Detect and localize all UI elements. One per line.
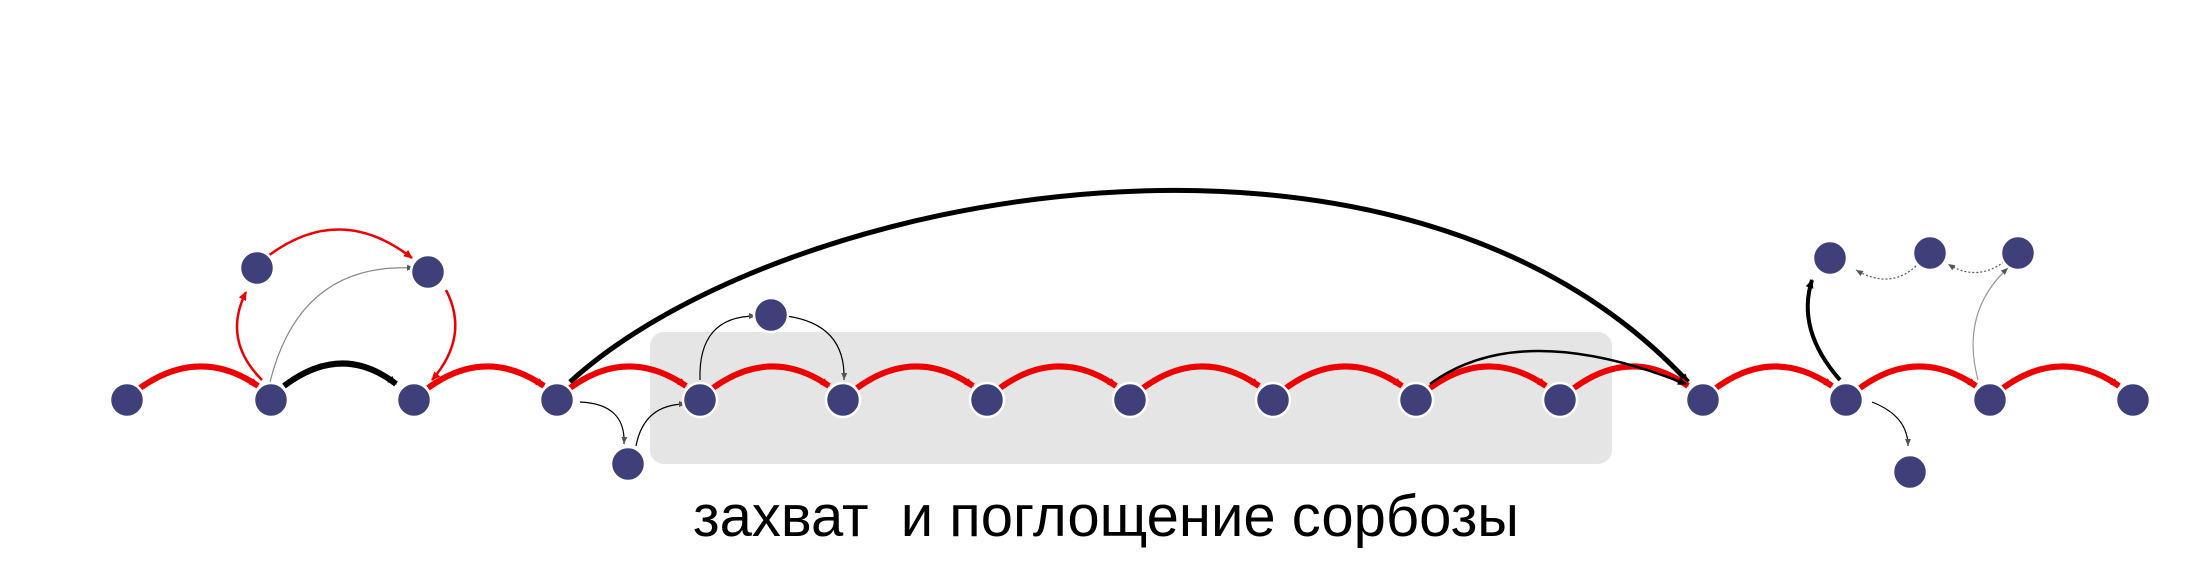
node bbox=[1827, 381, 1865, 419]
node bbox=[609, 445, 647, 483]
main-red-chain bbox=[138, 363, 2121, 391]
node bbox=[395, 381, 433, 419]
branch-top-mid bbox=[699, 313, 848, 381]
edge-to-upper bbox=[699, 313, 757, 381]
node bbox=[1254, 381, 1292, 419]
edge-gray-diag bbox=[269, 264, 415, 383]
node bbox=[409, 253, 447, 291]
edge-from-upper bbox=[785, 315, 848, 381]
edge-red-12 bbox=[1714, 363, 1834, 391]
edge-bypass bbox=[1429, 349, 1687, 386]
edge-right-down bbox=[1871, 401, 1911, 447]
side-branch-left bbox=[579, 401, 687, 447]
edge-red-7 bbox=[998, 363, 1118, 391]
edge-red-up bbox=[235, 291, 263, 381]
edge-to-lower bbox=[579, 401, 628, 445]
edge-from-lower bbox=[635, 401, 687, 447]
node bbox=[1891, 453, 1929, 491]
node bbox=[538, 381, 576, 419]
edge-red-14 bbox=[2001, 363, 2121, 391]
edge-red-down bbox=[431, 289, 457, 381]
right-branches bbox=[1805, 261, 2009, 447]
node bbox=[968, 381, 1006, 419]
edge-red-top bbox=[267, 228, 413, 259]
node bbox=[681, 381, 719, 419]
node bbox=[108, 381, 146, 419]
node bbox=[752, 296, 790, 334]
edge-right-gray bbox=[1972, 267, 2009, 381]
edge-red-1 bbox=[138, 363, 260, 391]
node bbox=[1541, 381, 1579, 419]
edge-right-link-1 bbox=[1855, 265, 1917, 280]
edge-red-13 bbox=[1858, 363, 1978, 391]
node bbox=[1811, 239, 1849, 277]
node bbox=[1111, 381, 1149, 419]
edge-long-black-arc bbox=[568, 187, 1690, 384]
nodes bbox=[108, 234, 2152, 491]
node bbox=[824, 381, 862, 419]
diagram-caption: захват и поглощение сорбозы bbox=[693, 484, 1519, 549]
node bbox=[1397, 381, 1435, 419]
edge-red-9 bbox=[1284, 363, 1404, 391]
edge-red-4 bbox=[568, 363, 688, 391]
edge-red-6 bbox=[855, 363, 975, 391]
node bbox=[1999, 234, 2037, 272]
edge-red-8 bbox=[1141, 363, 1261, 391]
edge-red-5 bbox=[711, 363, 831, 391]
edge-red-3 bbox=[426, 363, 546, 391]
node bbox=[2114, 381, 2152, 419]
node bbox=[1971, 381, 2009, 419]
node bbox=[238, 249, 276, 287]
edge-right-up bbox=[1805, 279, 1842, 382]
left-loop bbox=[235, 228, 457, 389]
node bbox=[252, 381, 290, 419]
node bbox=[1684, 381, 1722, 419]
edge-black-2 bbox=[282, 360, 398, 389]
edge-red-10 bbox=[1428, 363, 1548, 391]
node bbox=[1911, 234, 1949, 272]
edge-right-link-2 bbox=[1947, 261, 2005, 274]
